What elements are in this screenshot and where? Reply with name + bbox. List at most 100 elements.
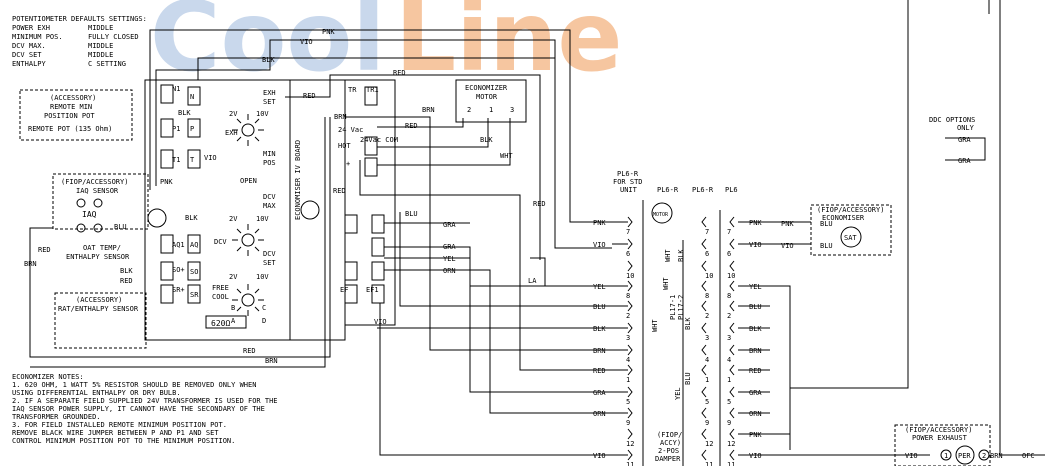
notes-line-1: USING DIFFERENTIAL ENTHALPY OR DRY BULB. (12, 389, 181, 397)
notes-line-2: 2. IF A SEPARATE FIELD SUPPLIED 24V TRAN… (12, 397, 278, 405)
pl6-col-h3: PL6 (725, 186, 738, 194)
pl6-col-right-pin-1 (729, 238, 735, 250)
pl6-col-left-num-2: 10 (705, 272, 713, 280)
wire-label-vio-ef: VIO (374, 318, 387, 326)
pl6-col-right-num-8: 5 (727, 398, 731, 406)
pe-cap1-label: 1 (944, 452, 948, 460)
pl6-col-left-num-1: 6 (705, 250, 709, 258)
dcv-name-2: DCV (214, 238, 227, 246)
term-tr-label: TR (348, 86, 357, 94)
defaults-val-0: MIDDLE (88, 24, 113, 32)
potentiometer-defaults: POTENTIOMETER DEFAULTS SETTINGS: POWER E… (12, 15, 147, 68)
damper-motor-label: MOTOR (653, 212, 669, 218)
term-p1-box (160, 118, 174, 138)
min-name: MIN (263, 150, 276, 158)
pl6-col-right-label-10: PNK (749, 431, 762, 439)
defaults-title: POTENTIOMETER DEFAULTS SETTINGS: (12, 15, 147, 23)
term-aq-label: AQ (190, 241, 198, 249)
pl6-std-num-7: 1 (626, 376, 630, 384)
wire-label-gra-1: GRA (443, 221, 456, 229)
term-so-box (187, 261, 201, 281)
free-hi: 10V (256, 273, 269, 281)
damper-title-1: ACCY) (660, 439, 681, 447)
pl6-col-right-pin-11 (729, 449, 735, 461)
pl6-col-right-label-5: BLK (749, 325, 762, 333)
term-srplus-label: SR+ (172, 286, 185, 294)
rat-line1: RAT/ENTHALPY SENSOR (58, 305, 139, 313)
term-srplus-box (160, 284, 174, 304)
wire-label-red-motor: RED (405, 122, 418, 130)
pl6-col-left-num-10: 12 (705, 440, 713, 448)
defaults-key-2: DCV MAX. (12, 42, 46, 50)
pl6-std-title-0: PL6-R (617, 170, 639, 178)
pl6-std-num-6: 4 (626, 356, 630, 364)
wire-blk-top (197, 57, 555, 80)
watermark-line: Line (395, 0, 623, 93)
econ-box-line0: (FIOP/ACCESSORY) (817, 206, 884, 214)
dcv-max: MAX (263, 202, 276, 210)
defaults-val-4: C SETTING (88, 60, 126, 68)
wire-vio-main (155, 39, 612, 249)
pl6-std-num-10: 12 (626, 440, 634, 448)
pl6-col-left-pin-3 (701, 280, 707, 292)
pl6-col-right-pin-7 (729, 364, 735, 376)
term-com-label: 24Vac COM (360, 136, 398, 144)
pl6-col-right-num-2: 10 (727, 272, 735, 280)
term-tr1-label: TR1 (366, 86, 379, 94)
wire-orn (384, 269, 612, 414)
wire-label-red-right: RED (533, 200, 546, 208)
pl6-col-right-num-11: 11 (727, 461, 735, 466)
exh-name-2: EXH (225, 129, 238, 137)
pl6-std-num-0: 7 (626, 228, 630, 236)
board-hole-right (300, 200, 320, 220)
econ-motor-box (455, 79, 527, 123)
econ-dashed-box (810, 204, 892, 256)
notes-line-7: CONTROL MINIMUM POSITION POT TO THE MINI… (12, 437, 235, 445)
pl6-col-right-pin-2 (729, 260, 735, 272)
exh-pot-icon (232, 114, 264, 146)
per-label: PER (958, 452, 971, 460)
pl6-std-pin-6 (627, 344, 633, 356)
dcv-lo: 2V (229, 215, 238, 223)
wire-label-wht: WHT (500, 152, 513, 160)
wire-label-la: LA (528, 277, 537, 285)
pl6-std-pin-2 (627, 260, 633, 272)
pl6-std-title-2: UNIT (620, 186, 638, 194)
pl6-std-num-11: 11 (626, 461, 634, 466)
wire-label-orn: ORN (443, 267, 456, 275)
ddc-gra-lines (945, 137, 986, 161)
pl6-std-pin-7 (627, 364, 633, 376)
min-pos: POS (263, 159, 276, 167)
motor-term-1: 1 (489, 106, 493, 114)
free-b: B (231, 304, 235, 312)
pe-brn-label: BRN (990, 452, 1003, 460)
notes-title: ECONOMIZER NOTES: (12, 373, 84, 381)
pl6-col-right-pin-9 (729, 407, 735, 419)
wire-label-brn-left: BRN (24, 260, 37, 268)
free-lo: 2V (229, 273, 238, 281)
term-soplus-box (160, 261, 174, 281)
pl6-col-right-pin-3 (729, 280, 735, 292)
notes-line-5: 3. FOR FIELD INSTALLED REMOTE MINIMUM PO… (12, 421, 227, 429)
wire-gra-2 (384, 246, 612, 393)
pl6-std-wire-label-4: BLU (593, 303, 606, 311)
wire-label-red-bottom: RED (243, 347, 256, 355)
wire-label-blk-iaq: BLK (185, 214, 198, 222)
term-2-box (371, 214, 385, 234)
pl6-col-rows: 7610823415912117PNK6VIO108YEL2BLU3BLK4BR… (701, 216, 770, 466)
wire-vio-ef (379, 303, 612, 456)
term-5-box (371, 237, 385, 257)
pl6-col-left-pin-11 (701, 449, 707, 461)
damper-blk-wire-1: BLK (677, 249, 685, 262)
damper-wht-wire-3: WHT (651, 319, 659, 332)
remote-pot-box-line1: REMOTE MIN (50, 103, 92, 111)
pl6-col-right-pin-8 (729, 386, 735, 398)
wire-label-brn-right: BRN (422, 106, 435, 114)
notes-line-6: REMOVE BLACK WIRE JUMPER BETWEEN P AND P… (12, 429, 219, 437)
pl17-2-label: PL17-2 (677, 295, 685, 320)
pl6-col-left-num-4: 2 (705, 312, 709, 320)
pl6-col-left-pin-5 (701, 322, 707, 334)
pl6-std-title-1: FOR STD (613, 178, 643, 186)
econ-vio-label: VIO (781, 242, 794, 250)
wire-blu-right (399, 212, 612, 307)
